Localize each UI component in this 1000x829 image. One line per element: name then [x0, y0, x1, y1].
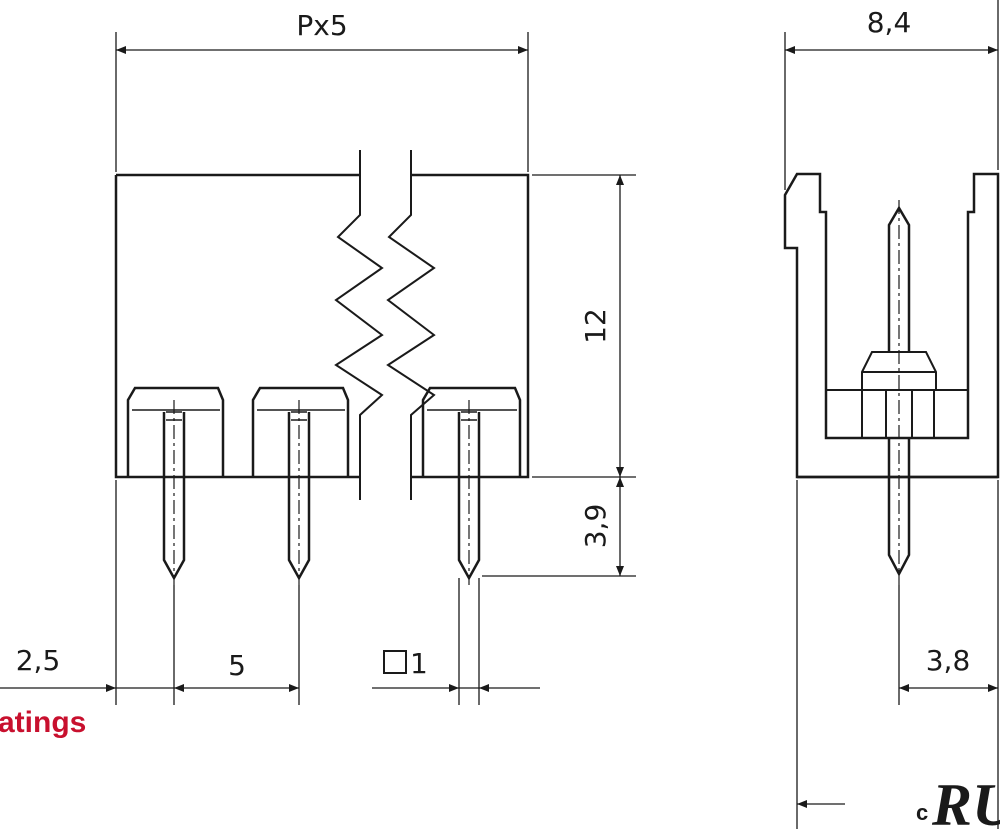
side-view — [783, 172, 1000, 585]
dimension-pin-length: 3,9 — [579, 504, 612, 549]
pin-2 — [287, 400, 311, 585]
dimension-height: 12 — [579, 308, 612, 344]
ul-mark: RU — [931, 772, 1000, 829]
side-inner-slot — [826, 389, 968, 438]
ul-certification-logo: c RU — [916, 772, 1000, 829]
break-line-left — [334, 150, 384, 500]
break-line-right — [386, 150, 436, 500]
side-collar-support — [885, 390, 913, 438]
housing-left-outline — [114, 173, 360, 479]
ul-prefix: c — [916, 800, 928, 825]
dimension-total-width: Px5 — [296, 9, 347, 42]
pin-cavity-3 — [421, 386, 522, 477]
dimension-offset: 2,5 — [16, 644, 61, 677]
square-symbol-icon — [383, 650, 407, 674]
pin-cavity-2 — [251, 386, 350, 477]
pin-1 — [162, 400, 186, 585]
front-view — [114, 150, 530, 585]
pin-square-callout: 1 — [383, 647, 428, 680]
side-housing-outline — [783, 172, 1000, 479]
dimension-pitch: 5 — [228, 649, 246, 682]
side-pin-collar — [861, 351, 937, 391]
front-dimensions — [0, 32, 636, 705]
dimension-side-pin-offset: 3,8 — [926, 644, 971, 677]
ratings-watermark: atings — [0, 706, 86, 739]
dimension-pin-square: 1 — [410, 647, 428, 680]
side-dimensions — [784, 0, 999, 829]
dimension-side-width: 8,4 — [867, 6, 912, 39]
pin-3 — [457, 400, 481, 585]
pin-cavity-1 — [126, 386, 225, 477]
